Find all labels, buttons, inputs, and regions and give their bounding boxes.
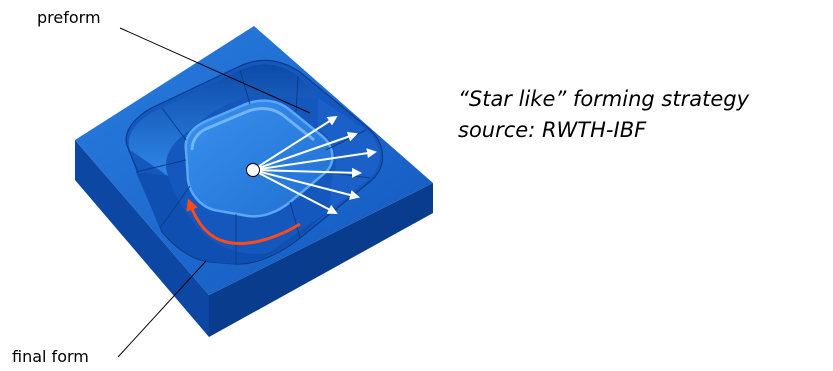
forming-arrow	[252, 169, 338, 214]
center-point-icon	[246, 163, 260, 177]
forming-arrow	[252, 148, 377, 171]
caption-source: source: RWTH-IBF	[458, 118, 647, 142]
finalform-leader-line	[117, 260, 207, 358]
forming-arrow	[252, 131, 358, 171]
final-form-label: final form	[12, 347, 89, 366]
cavity-front-wall	[136, 172, 330, 264]
preform-leader-line	[119, 27, 311, 114]
forming-arrow	[252, 169, 360, 200]
tool-path-arrow	[186, 198, 301, 245]
cavity-floor	[184, 99, 334, 218]
cavity-right-wall	[318, 98, 380, 210]
floor-highlight	[190, 107, 315, 151]
forming-arrow	[252, 115, 338, 171]
forming-arrow	[252, 167, 362, 178]
cavity-back-wall	[128, 64, 318, 176]
forming-arrows	[252, 115, 377, 214]
caption-title: “Star like” forming strategy	[458, 87, 749, 111]
block-left-face	[75, 140, 209, 337]
cavity	[125, 59, 384, 265]
block-right-face	[209, 183, 433, 337]
preform-label: preform	[37, 8, 101, 27]
